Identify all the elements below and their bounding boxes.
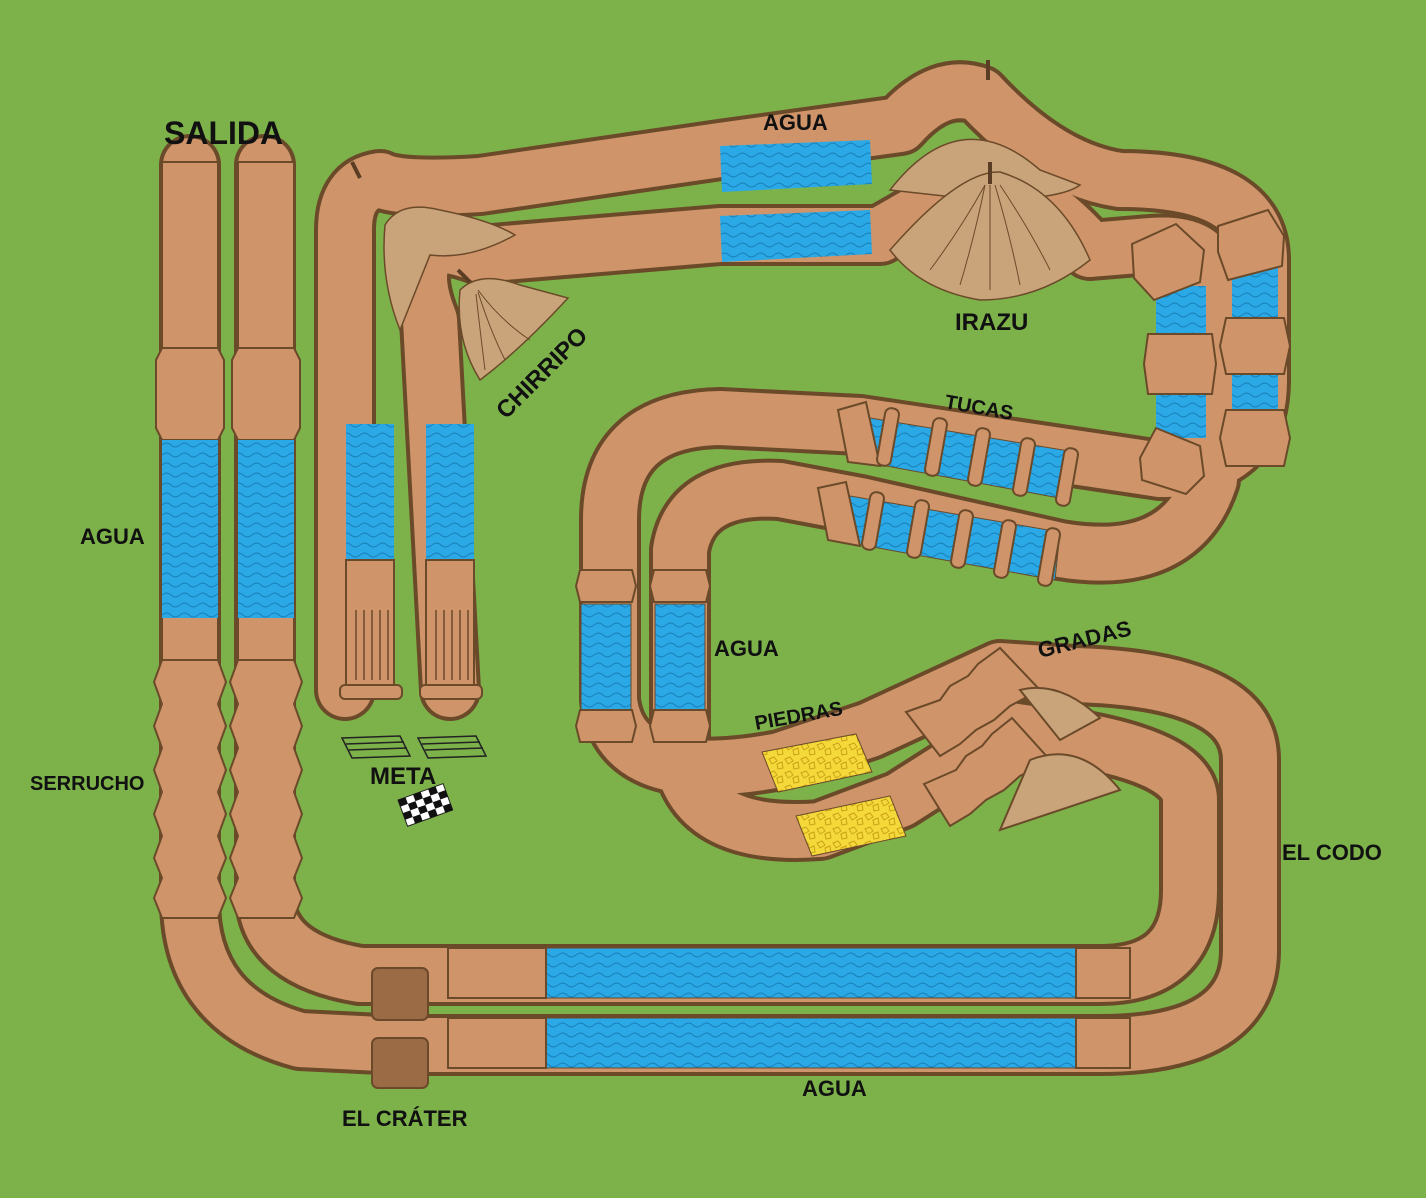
chirripo-volcano <box>350 161 570 382</box>
label-saw: SERRUCHO <box>30 773 144 795</box>
water-middle <box>574 569 712 743</box>
steps-section <box>904 646 1122 832</box>
crater <box>371 967 429 1089</box>
label-irazu: IRAZU <box>955 309 1028 336</box>
label-water-left: AGUA <box>80 524 145 549</box>
finish-straights <box>339 424 483 700</box>
label-water-top: AGUA <box>763 110 828 135</box>
water-left <box>162 440 294 618</box>
label-water-bottom: AGUA <box>802 1076 867 1101</box>
label-water-middle: AGUA <box>714 636 779 661</box>
label-crater: EL CRÁTER <box>342 1106 468 1131</box>
logs-section <box>816 400 1079 587</box>
water-top <box>720 140 872 262</box>
finish-fences <box>340 735 488 759</box>
irazu-volcano <box>888 60 1091 301</box>
checkered-flag-icon <box>397 782 454 827</box>
stones-section <box>761 733 907 857</box>
label-finish: META <box>370 763 436 790</box>
water-right <box>1130 208 1292 496</box>
label-elbow: EL CODO <box>1282 840 1382 865</box>
water-bottom <box>447 947 1131 1069</box>
label-start: SALIDA <box>164 115 283 151</box>
saw-section <box>152 659 304 919</box>
